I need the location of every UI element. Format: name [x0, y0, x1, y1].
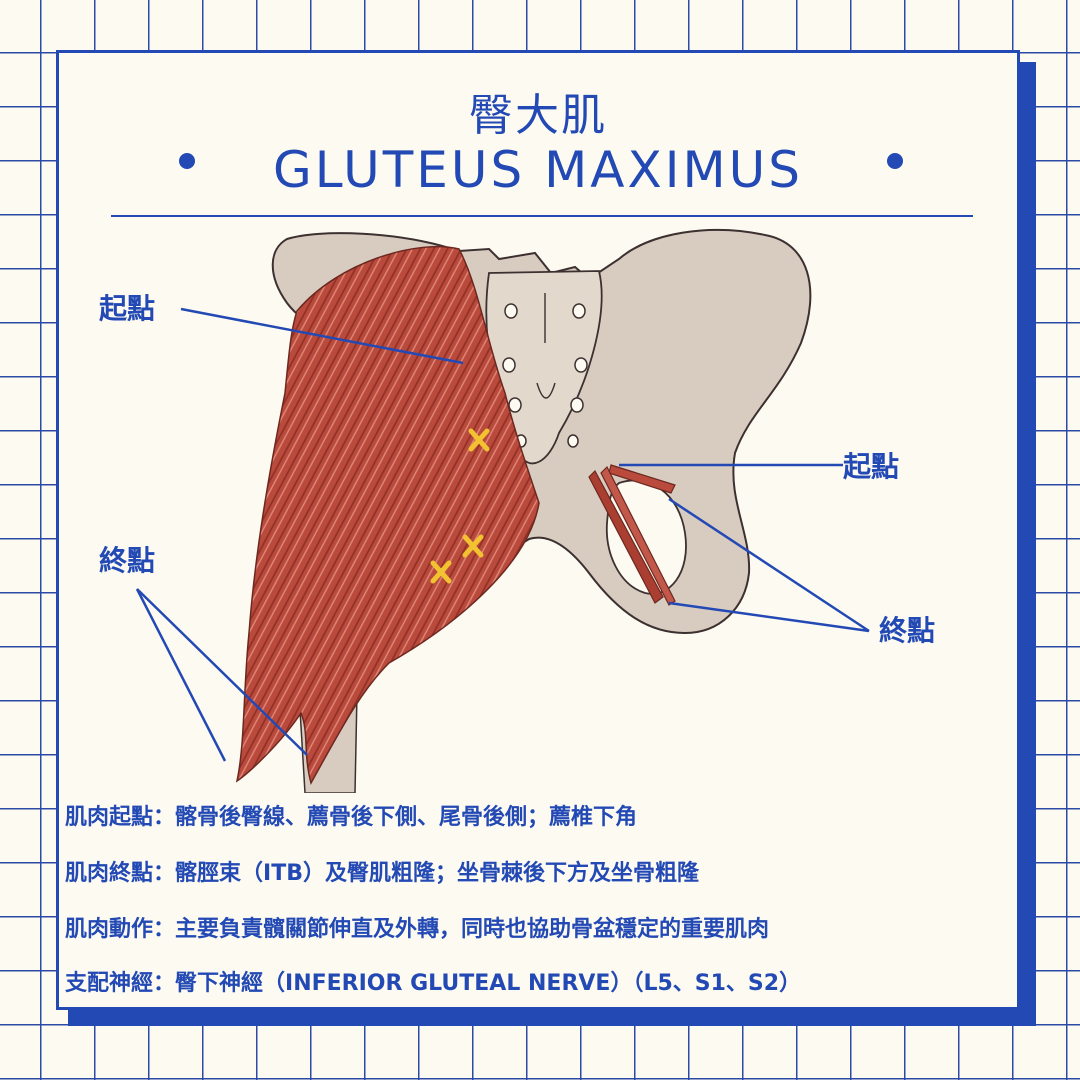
right-insertion-label: 終點: [879, 614, 936, 647]
origin-description-text: 髂骨後臀線、薦骨後下側、尾骨後側；薦椎下角: [175, 805, 638, 830]
callout-lines: [135, 307, 870, 762]
left-insertion-label: 終點: [99, 544, 156, 577]
origin-description: 肌肉起點：髂骨後臀線、薦骨後下側、尾骨後側；薦椎下角: [65, 799, 637, 831]
deep-rotator-muscles: [588, 464, 676, 606]
right-origin-label: 起點: [843, 450, 900, 483]
title-bullet-right: [887, 153, 903, 169]
left-origin-label: 起點: [99, 292, 156, 325]
title-chinese: 臀大肌: [469, 90, 607, 141]
separator: ：: [153, 917, 176, 942]
gluteus-maximus-muscle: [235, 245, 540, 785]
nerve-description: 支配神經：臀下神經（INFERIOR GLUTEAL NERVE）（L5、S1、…: [65, 965, 801, 997]
title-english: GLUTEUS MAXIMUS: [273, 141, 803, 199]
action-description-label: 肌肉動作: [65, 917, 154, 942]
insertion-description-text: 髂脛束（ITB）及臀肌粗隆；坐骨棘後下方及坐骨粗隆: [175, 861, 699, 886]
title-divider: [111, 215, 973, 217]
separator: ：: [153, 971, 176, 996]
infographic-card: 臀大肌 GLUTEUS MAXIMUS: [56, 50, 1020, 1010]
origin-markers: [430, 428, 490, 584]
separator: ：: [153, 861, 176, 886]
separator: ：: [153, 805, 176, 830]
nerve-description-label: 支配神經: [65, 971, 154, 996]
title-bullet-left: [179, 153, 195, 169]
action-description-text: 主要負責髖關節伸直及外轉，同時也協助骨盆穩定的重要肌肉: [175, 917, 770, 942]
nerve-description-text: 臀下神經（INFERIOR GLUTEAL NERVE）（L5、S1、S2）: [175, 971, 802, 996]
origin-description-label: 肌肉起點: [65, 805, 154, 830]
action-description: 肌肉動作：主要負責髖關節伸直及外轉，同時也協助骨盆穩定的重要肌肉: [65, 911, 769, 943]
insertion-description: 肌肉終點：髂脛束（ITB）及臀肌粗隆；坐骨棘後下方及坐骨粗隆: [65, 855, 699, 887]
insertion-description-label: 肌肉終點: [65, 861, 154, 886]
pelvis-gluteus-illustration: [135, 228, 870, 793]
